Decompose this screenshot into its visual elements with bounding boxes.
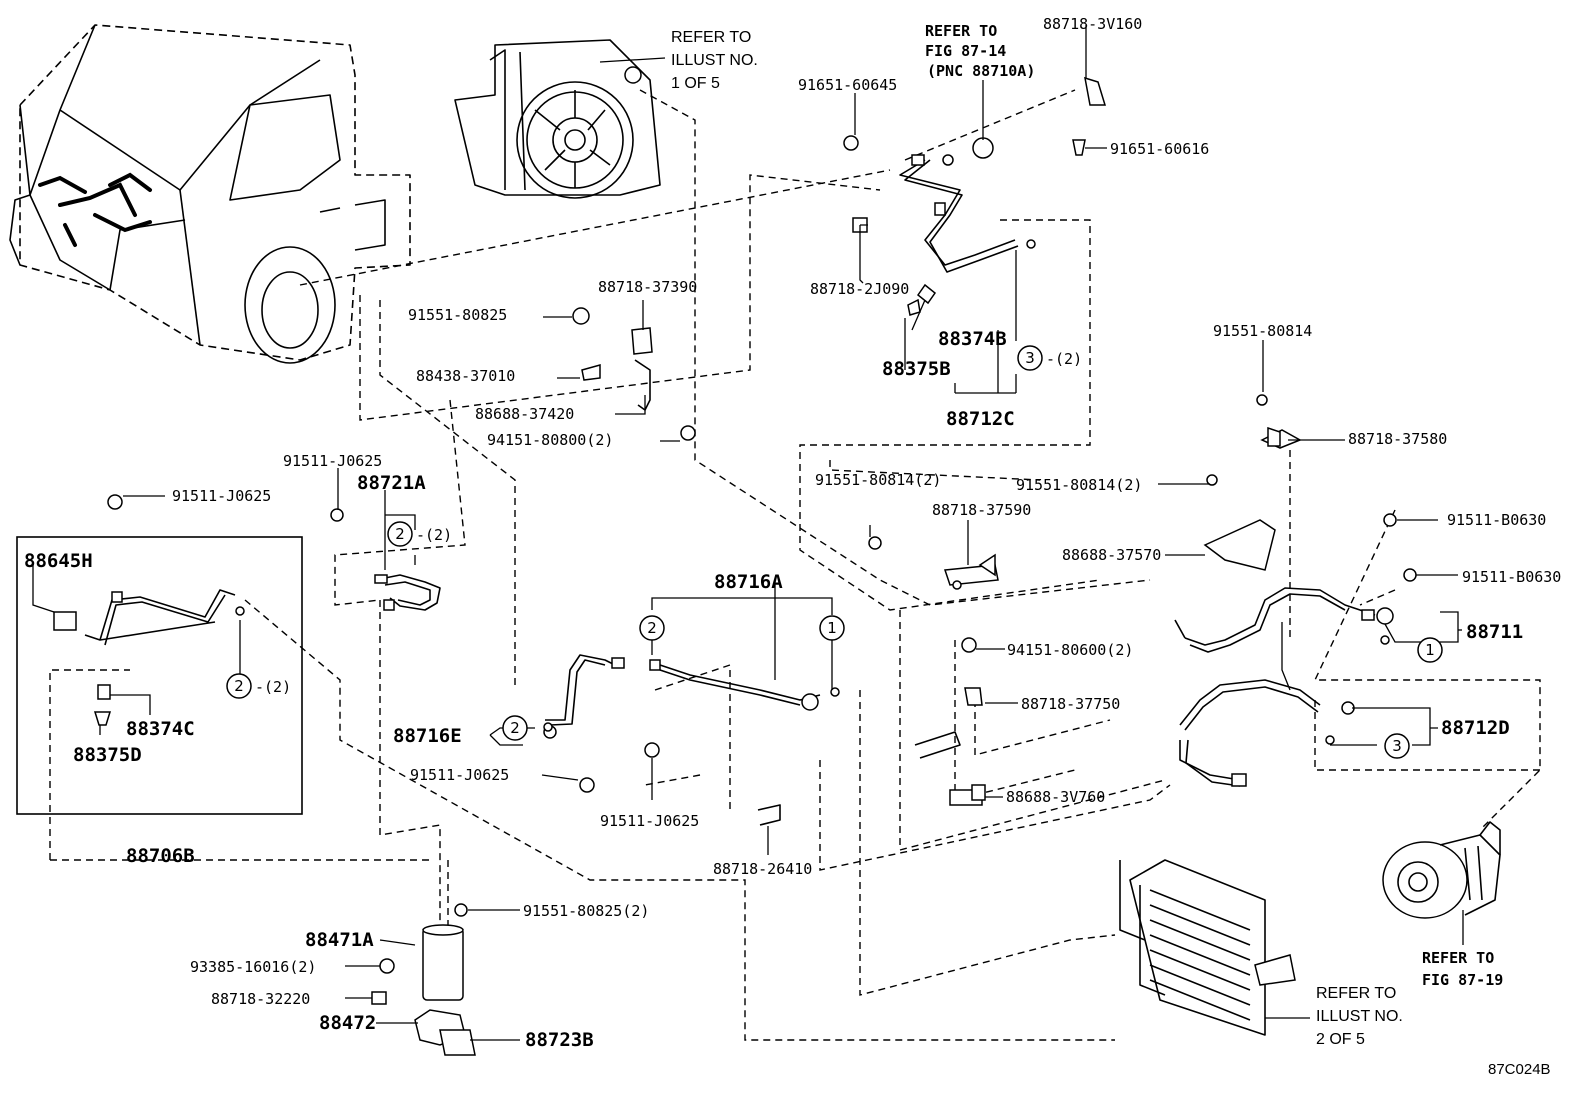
label-qty-circle2-b: -(2) [255, 678, 291, 696]
label-91511-b0630-a: 91511-B0630 [1447, 511, 1546, 529]
ref-fig8719-line1: REFER TO [1422, 949, 1494, 967]
label-88374b: 88374B [938, 328, 1007, 350]
label-88374c: 88374C [126, 718, 195, 740]
label-88688-37420: 88688-37420 [475, 405, 574, 423]
part-labels: REFER TO FIG 87-14 (PNC 88710A) 88718-3V… [24, 15, 1561, 1051]
label-88718-37590: 88718-37590 [932, 501, 1031, 519]
label-88375b: 88375B [882, 358, 951, 380]
svg-text:3: 3 [1025, 349, 1035, 367]
label-91551-80825-2: 91551-80825(2) [523, 902, 649, 920]
label-91511-j0625-a: 91511-J0625 [283, 452, 382, 470]
dashed-boundaries [49, 89, 1541, 1041]
circle-2-88716e: 2 [502, 715, 528, 741]
label-88723b: 88723B [525, 1029, 594, 1051]
label-91511-b0630-b: 91511-B0630 [1462, 568, 1561, 586]
ref-fig8714-line1: REFER TO [925, 22, 997, 40]
label-88471a: 88471A [305, 929, 374, 951]
label-88438-37010: 88438-37010 [416, 367, 515, 385]
label-91651-60645: 91651-60645 [798, 76, 897, 94]
label-88718-32220: 88718-32220 [211, 990, 310, 1008]
label-88716a: 88716A [714, 571, 783, 593]
label-qty-circle3: -(2) [1046, 350, 1082, 368]
truck-illustration [9, 24, 411, 364]
label-91551-80814-top: 91551-80814 [1213, 322, 1312, 340]
label-91551-80814-2a: 91551-80814(2) [815, 471, 941, 489]
condenser-illustration [1119, 859, 1296, 1036]
svg-text:2: 2 [234, 677, 244, 695]
label-88375d: 88375D [73, 744, 142, 766]
label-88712c: 88712C [946, 408, 1015, 430]
label-91511-j0625-d: 91511-J0625 [600, 812, 699, 830]
pipe-88706b [53, 589, 245, 726]
ref-illust2-line3: 2 OF 5 [1316, 1031, 1365, 1048]
figure-id: 87C024B [1488, 1061, 1551, 1078]
circle-1-88711: 1 [1417, 637, 1443, 663]
ref-fig8714-line3: (PNC 88710A) [927, 62, 1035, 80]
pipe-88716a [543, 654, 840, 739]
svg-text:1: 1 [1425, 641, 1435, 659]
svg-text:1: 1 [827, 619, 837, 637]
label-88688-37570: 88688-37570 [1062, 546, 1161, 564]
label-88718-37750: 88718-37750 [1021, 695, 1120, 713]
circle-3-88712d: 3 [1384, 733, 1410, 759]
compressor-illustration [1382, 821, 1501, 945]
ref-illust1-line3: 1 OF 5 [671, 75, 720, 92]
oring-88716e [543, 722, 553, 732]
label-88718-26410: 88718-26410 [713, 860, 812, 878]
label-88716e: 88716E [393, 725, 462, 747]
label-91511-j0625-b: 91511-J0625 [172, 487, 271, 505]
label-88711: 88711 [1466, 621, 1523, 643]
circle-2-88721a: 2 [387, 521, 413, 547]
circle-1-88716a: 1 [819, 615, 845, 641]
label-94151-80800: 94151-80800(2) [487, 431, 613, 449]
pipe-88721a [374, 574, 441, 611]
label-88688-3v760: 88688-3V760 [1006, 788, 1105, 806]
callout-circles: 3 2 2 2 1 2 1 3 [226, 345, 1443, 759]
svg-text:2: 2 [647, 619, 657, 637]
pipe-88712c [899, 137, 1036, 316]
blower-unit-illustration [454, 39, 666, 199]
group-box-88706b [16, 536, 303, 815]
label-93385-16016: 93385-16016(2) [190, 958, 316, 976]
pipe-88711 [1174, 587, 1394, 653]
label-88718-3v160: 88718-3V160 [1043, 15, 1142, 33]
label-88721a: 88721A [357, 472, 426, 494]
ref-fig8719-line2: FIG 87-19 [1422, 971, 1503, 989]
small-parts [107, 76, 1417, 1056]
label-91511-j0625-c: 91511-J0625 [410, 766, 509, 784]
circle-2-88706b: 2 [226, 673, 252, 699]
label-88718-2j090: 88718-2J090 [810, 280, 909, 298]
label-88718-37580: 88718-37580 [1348, 430, 1447, 448]
svg-text:3: 3 [1392, 737, 1402, 755]
ref-illust2-line2: ILLUST NO. [1316, 1008, 1403, 1025]
label-88645h: 88645H [24, 550, 93, 572]
svg-text:2: 2 [395, 525, 405, 543]
svg-text:2: 2 [510, 719, 520, 737]
ref-illust1-line1: REFER TO [671, 29, 751, 46]
label-88718-37390: 88718-37390 [598, 278, 697, 296]
ref-illust1-line2: ILLUST NO. [671, 52, 758, 69]
circle-3-upper: 3 [1017, 345, 1043, 371]
label-91551-80825: 91551-80825 [408, 306, 507, 324]
label-88472: 88472 [319, 1012, 376, 1034]
circle-2-88716a: 2 [639, 615, 665, 641]
ref-fig8714-line2: FIG 87-14 [925, 42, 1006, 60]
label-88712d: 88712D [1441, 717, 1510, 739]
label-91651-60616: 91651-60616 [1110, 140, 1209, 158]
label-94151-80600: 94151-80600(2) [1007, 641, 1133, 659]
pipe-88712d [1179, 679, 1355, 787]
ref-illust2-line1: REFER TO [1316, 985, 1396, 1002]
label-qty-circle2-a: -(2) [416, 526, 452, 544]
label-91551-80814-2b: 91551-80814(2) [1016, 476, 1142, 494]
label-88706b: 88706B [126, 845, 195, 867]
leader-lines [32, 25, 1462, 1041]
